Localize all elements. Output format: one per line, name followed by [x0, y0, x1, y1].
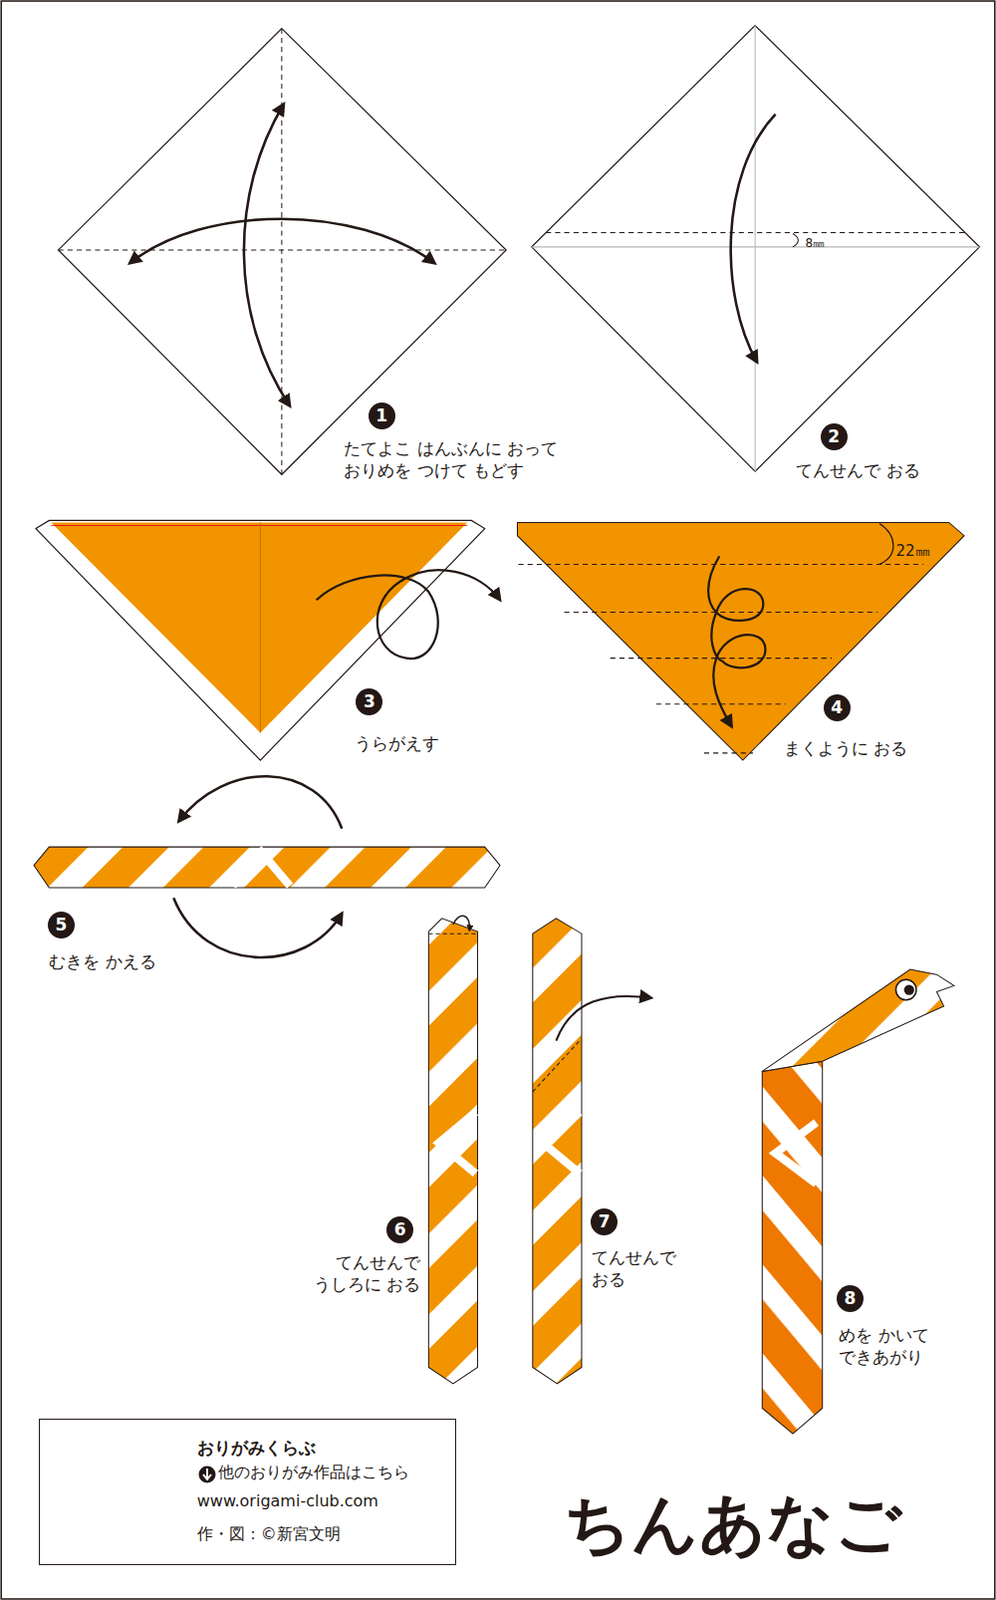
- step-number: 8: [836, 1284, 864, 1312]
- info-text: 他のおりがみ作品はこちら: [218, 1462, 410, 1484]
- instruction-text: てんせんで おる: [795, 459, 920, 482]
- instruction-text: うらがえす: [354, 732, 440, 754]
- instruction-text: むきを かえる: [48, 950, 156, 973]
- step-number: 5: [47, 911, 75, 939]
- site-url: www.origami-club.com: [197, 1491, 379, 1512]
- instruction-text: まくように おる: [783, 737, 908, 759]
- dimension-label: 8㎜: [804, 236, 825, 252]
- step-number: 4: [823, 694, 851, 722]
- instruction-text: てんせんで うしろに おる: [295, 1250, 421, 1295]
- instruction-text: たてよこ はんぶんに おって おりめを つけて もどす: [343, 437, 620, 482]
- step-number: 3: [355, 688, 383, 716]
- step-number: 6: [386, 1216, 414, 1244]
- info-text: 作・図：©新宮文明: [197, 1523, 341, 1545]
- step-number: 2: [820, 423, 848, 451]
- info-box: おりがみくらぶ他のおりがみ作品はこちら www.origami-club.com 作…: [38, 1418, 457, 1565]
- dimension-label: 22㎜: [896, 541, 931, 562]
- down-arrow-icon: [198, 1465, 217, 1484]
- instruction-text: てんせんで おる: [591, 1245, 686, 1290]
- site-name: おりがみくらぶ: [197, 1436, 316, 1459]
- step-number: 1: [368, 402, 396, 430]
- title: ちんあなご: [563, 1488, 903, 1561]
- step-number: 7: [590, 1208, 618, 1236]
- instruction-text: めを かいて できあがり: [838, 1323, 960, 1368]
